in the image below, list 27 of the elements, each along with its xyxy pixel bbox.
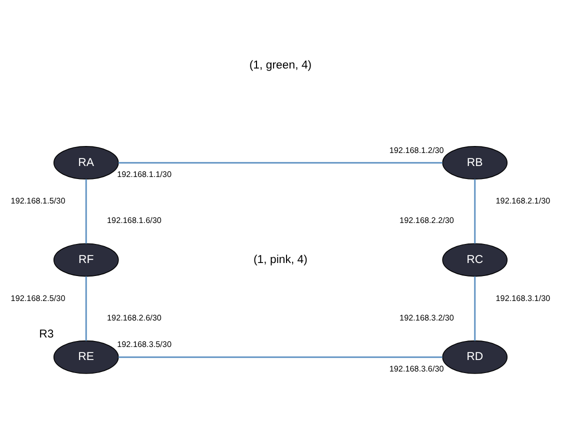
label: 192.168.1.6/30 bbox=[107, 216, 162, 225]
node-ellipse: RD bbox=[442, 340, 508, 374]
node-ellipse: RB bbox=[442, 146, 508, 180]
node-ellipse: RE bbox=[53, 340, 119, 374]
label: 192.168.3.1/30 bbox=[496, 293, 550, 302]
label: (1, pink, 4) bbox=[254, 253, 308, 266]
connector bbox=[118, 161, 442, 164]
connector bbox=[85, 178, 87, 244]
node-ellipse: RC bbox=[442, 242, 508, 276]
label: 192.168.3.6/30 bbox=[389, 364, 444, 373]
connector bbox=[118, 356, 442, 358]
label: 192.168.1.5/30 bbox=[10, 196, 66, 206]
label: 192.168.2.2/30 bbox=[400, 216, 454, 225]
label: 192.168.2.6/30 bbox=[107, 312, 162, 322]
label: 192.168.3.5/30 bbox=[117, 340, 172, 349]
connector bbox=[85, 276, 87, 340]
connector bbox=[474, 178, 476, 244]
label: 192.168.1.1/30 bbox=[117, 169, 172, 178]
node-ellipse: RA bbox=[53, 146, 119, 180]
node-ellipse: RF bbox=[53, 242, 119, 276]
label: 192.168.3.2/30 bbox=[400, 312, 454, 322]
node-label: R3 bbox=[39, 328, 54, 340]
connector bbox=[474, 276, 476, 340]
label: 192.168.1.2/30 bbox=[389, 145, 444, 154]
label: (1, green, 4) bbox=[249, 59, 312, 72]
label: 192.168.2.1/30 bbox=[496, 196, 550, 206]
label: 192.168.2.5/30 bbox=[10, 293, 66, 302]
